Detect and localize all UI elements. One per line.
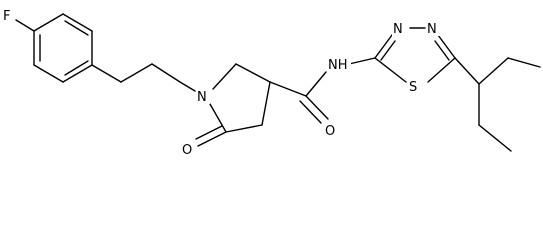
bond-c5-ch bbox=[454, 57, 480, 85]
amide-group bbox=[269, 57, 376, 124]
fluorine-label: F bbox=[3, 9, 10, 24]
bond-c3-c4 bbox=[62, 64, 93, 83]
bond-c4-c5 bbox=[225, 124, 263, 133]
bond-c5-o bbox=[197, 131, 227, 147]
bond-ch-ch2-upper bbox=[478, 57, 509, 85]
bond-c5-c6 bbox=[62, 13, 93, 32]
bond-ch2-ch3-lower bbox=[478, 124, 512, 152]
fluorophenyl-ring bbox=[15, 13, 93, 83]
bond-c3-c4-inner bbox=[64, 60, 89, 76]
bond-layer bbox=[15, 13, 541, 152]
bond-f-c1 bbox=[15, 19, 35, 32]
bond-n4-c5 bbox=[437, 34, 456, 59]
chemical-structure-diagram: F N O O NH N N S bbox=[2, 7, 541, 158]
bond-c-o bbox=[305, 95, 329, 120]
thiadiazole-nitrogen-2-label: N bbox=[427, 22, 437, 37]
ring-carbonyl-oxygen-label: O bbox=[182, 143, 192, 158]
bond-ch2-ch3-upper bbox=[507, 57, 541, 68]
bond-c2-n3 bbox=[374, 34, 393, 59]
bond-c5-s bbox=[427, 57, 456, 83]
bond-c5-n bbox=[209, 103, 227, 133]
bond-nh-ring bbox=[348, 57, 376, 65]
ethyl-linker bbox=[91, 63, 196, 92]
bond-c3-camide bbox=[269, 81, 307, 97]
bond-s-c2 bbox=[374, 57, 407, 83]
bond-c5-o-double bbox=[195, 125, 223, 140]
amide-nh-label: NH bbox=[328, 58, 348, 73]
amide-oxygen-label: O bbox=[325, 124, 335, 139]
bond-c2-c3 bbox=[33, 64, 64, 83]
bond-c5-c6-inner bbox=[64, 20, 89, 36]
ring-nitrogen-label: N bbox=[197, 90, 207, 105]
bond-c6-c1 bbox=[33, 13, 64, 32]
thiadiazole-nitrogen-1-label: N bbox=[393, 22, 403, 37]
bond-ch2-n-end bbox=[179, 81, 196, 92]
bond-c2-n3-double bbox=[380, 40, 396, 61]
bond-c-nh bbox=[305, 71, 327, 97]
bond-c2-c3 bbox=[235, 63, 271, 83]
bond-c3-c4 bbox=[261, 81, 271, 126]
pentan-3-yl-group bbox=[454, 57, 541, 152]
bond-n-c2 bbox=[212, 63, 237, 90]
bond-n4-c5-double bbox=[434, 40, 450, 61]
thiadiazole-ring bbox=[374, 27, 456, 83]
bond-ring-ch2 bbox=[91, 64, 122, 83]
bond-c-o-double bbox=[299, 100, 322, 124]
bond-ch2-ch2 bbox=[120, 63, 153, 83]
bond-ch2-n bbox=[151, 63, 181, 83]
atom-label-layer: F N O O NH N N S bbox=[2, 7, 440, 158]
pyrrolidinone-ring bbox=[195, 63, 271, 147]
thiadiazole-sulfur-label: S bbox=[409, 80, 417, 95]
